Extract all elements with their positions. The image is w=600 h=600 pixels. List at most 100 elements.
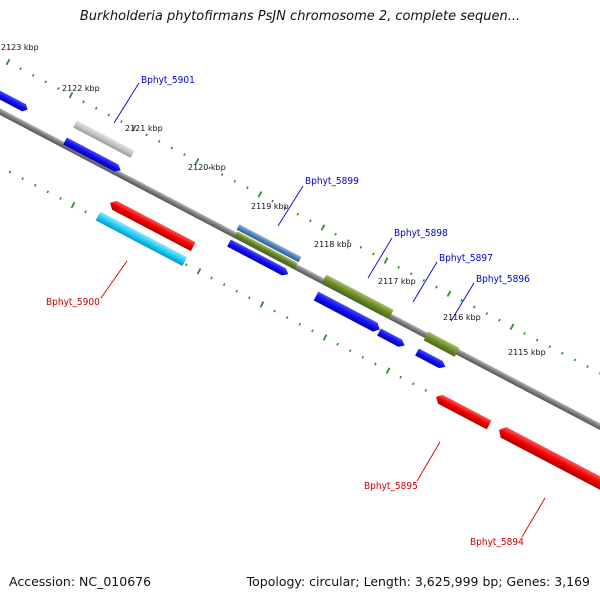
outer-tick (194, 158, 200, 165)
inner-tick (235, 289, 239, 293)
outer-tick (309, 219, 312, 223)
gene-label-bphyt-5899[interactable]: Bphyt_5899 (305, 176, 359, 187)
leader-bphyt-5900 (100, 260, 128, 299)
outer-tick (446, 290, 452, 297)
inner-tick (322, 334, 328, 341)
leader-bphyt-5899 (277, 185, 304, 227)
outer-tick (208, 166, 211, 170)
leader-bphyt-5898 (367, 237, 393, 279)
outer-tick (94, 106, 98, 110)
outer-tick (509, 323, 515, 331)
outer-tick (5, 58, 11, 66)
outer-tick (68, 91, 74, 99)
outer-tick (57, 87, 60, 90)
gene-label-bphyt-5895[interactable]: Bphyt_5895 (364, 481, 418, 492)
outer-tick (157, 140, 161, 143)
gene-bphyt-5899-olive[interactable] (234, 231, 298, 269)
outer-tick (220, 173, 224, 176)
outer-tick (435, 285, 438, 289)
outer-tick (246, 186, 249, 190)
gene-arrow-5898-blue[interactable] (313, 291, 382, 334)
outer-tick (320, 224, 326, 231)
scale-label-2118: 2118 kbp (314, 240, 352, 249)
gene-bphyt-5899-steel[interactable] (236, 224, 302, 263)
scale-label-2122: 2122 kbp (62, 84, 100, 93)
gene-arrow-5901-blue[interactable] (63, 137, 122, 173)
outer-tick (359, 245, 363, 249)
inner-tick (311, 329, 314, 333)
inner-tick (21, 177, 24, 181)
gene-arrow-5894-red[interactable] (496, 425, 600, 492)
outer-tick (548, 345, 552, 349)
inner-tick (210, 276, 213, 280)
outer-tick (183, 153, 186, 157)
outer-tick (82, 100, 85, 104)
outer-tick (573, 358, 577, 362)
outer-tick (422, 279, 426, 282)
gene-label-bphyt-5900[interactable]: Bphyt_5900 (46, 297, 100, 308)
gene-arrow-5897-blue[interactable] (377, 328, 406, 349)
inner-tick (70, 201, 76, 209)
outer-tick (535, 338, 539, 342)
outer-tick (523, 332, 526, 335)
outer-tick (561, 351, 564, 355)
inner-tick (84, 210, 87, 214)
outer-tick (107, 113, 111, 117)
outer-tick (498, 318, 501, 322)
outer-tick (283, 206, 287, 210)
inner-tick (273, 309, 276, 313)
scale-label-2119: 2119 kbp (251, 202, 289, 211)
gene-bphyt-5896-olive[interactable] (423, 331, 460, 357)
leader-bphyt-5895 (416, 441, 441, 482)
scale-label-2121: 2121 kbp (125, 124, 163, 133)
inner-tick (385, 367, 391, 374)
outer-tick (472, 305, 476, 309)
inner-tick (348, 349, 352, 353)
gene-arrow-5899-blue[interactable] (227, 239, 290, 277)
outer-tick (409, 272, 413, 276)
outer-tick (383, 257, 389, 264)
leader-bphyt-5896 (450, 282, 475, 322)
scale-labels: 2123 kbp 2122 kbp 2121 kbp 2120 kbp 2119… (1, 43, 546, 357)
gene-arrow-left-edge[interactable] (0, 88, 30, 113)
map-title: Burkholderia phytofirmans PsJN chromosom… (79, 9, 521, 24)
inner-tick (196, 268, 202, 275)
inner-tick (399, 375, 402, 379)
gene-label-bphyt-5898[interactable]: Bphyt_5898 (394, 228, 448, 239)
gene-bphyt-5898-olive[interactable] (321, 274, 394, 319)
outer-tick (31, 73, 35, 77)
accession-text: Accession: NC_010676 (9, 574, 152, 589)
outer-tick (296, 212, 300, 216)
genome-backbone (0, 106, 600, 447)
outer-tick (257, 191, 263, 198)
gene-arrow-5895-red[interactable] (434, 393, 492, 430)
leader-bphyt-5897 (412, 261, 438, 303)
inner-tick (59, 197, 62, 200)
inner-tick (259, 301, 265, 308)
inner-tick (336, 342, 339, 346)
gene-label-bphyt-5896[interactable]: Bphyt_5896 (476, 274, 530, 285)
inner-tick (411, 382, 415, 386)
leader-bphyt-5901 (113, 82, 140, 124)
gene-label-bphyt-5894[interactable]: Bphyt_5894 (470, 537, 524, 548)
inner-tick (424, 389, 428, 392)
inner-tick (298, 322, 302, 326)
scale-label-2120: 2120 kbp (188, 163, 226, 172)
gene-bphyt-5900-cyan[interactable] (95, 211, 188, 266)
gene-arrow-5900-red[interactable] (108, 199, 196, 252)
scale-label-2115: 2115 kbp (508, 348, 546, 357)
inner-tick (361, 355, 365, 359)
outer-tick (19, 67, 22, 71)
inner-tick (374, 362, 377, 366)
outer-tick (372, 252, 375, 256)
gene-arrow-5896-blue[interactable] (415, 348, 447, 370)
topology-text: Topology: circular; Length: 3,625,999 bp… (246, 574, 590, 589)
outer-tick (586, 365, 589, 368)
scale-label-2116: 2116 kbp (443, 313, 481, 322)
outer-tick (346, 239, 350, 243)
leader-lines (100, 82, 546, 538)
gene-label-bphyt-5897[interactable]: Bphyt_5897 (439, 253, 493, 264)
gene-bphyt-5901-gray[interactable] (73, 120, 135, 158)
gene-label-bphyt-5901[interactable]: Bphyt_5901 (141, 75, 195, 86)
